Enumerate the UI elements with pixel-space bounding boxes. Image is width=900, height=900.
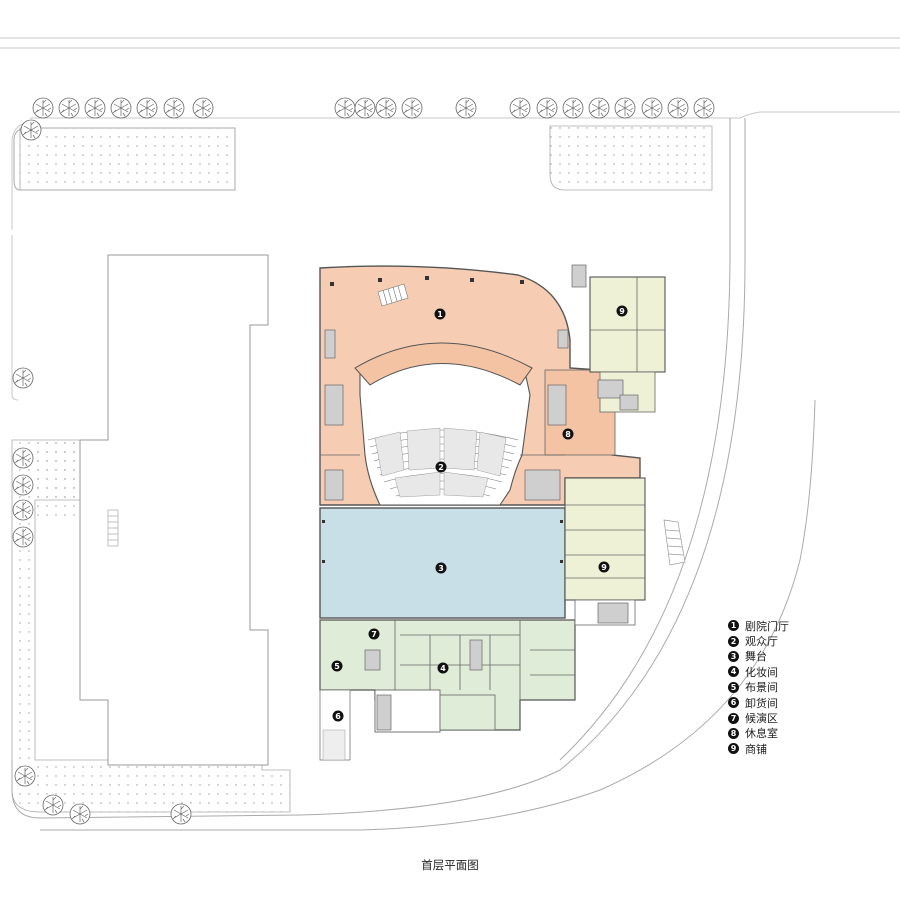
marker-9-east: 9 [598, 561, 610, 573]
legend-item: 3 舞台 [728, 649, 789, 664]
svg-text:4: 4 [440, 664, 446, 673]
legend-item: 6 卸货间 [728, 695, 789, 710]
legend-label: 卸货间 [745, 696, 778, 710]
svg-text:5: 5 [334, 662, 340, 671]
marker-8: 8 [562, 428, 574, 440]
foyer-stair [377, 283, 409, 307]
marker-6: 6 [332, 710, 344, 722]
legend-item: 5 布景间 [728, 680, 789, 695]
number-marker-icon: 3 [728, 650, 739, 662]
legend-label: 化妆间 [745, 665, 778, 679]
legend-label: 布景间 [745, 681, 778, 695]
legend-item: 9 商铺 [728, 741, 789, 756]
legend-label: 舞台 [745, 650, 767, 664]
street-lines [0, 37, 900, 401]
legend-item: 7 候演区 [728, 710, 789, 725]
shops-zone-north [589, 276, 666, 373]
svg-text:8: 8 [565, 430, 571, 439]
shops-zone-east [564, 477, 646, 601]
columns [322, 276, 563, 563]
marker-2: 2 [435, 461, 447, 473]
number-marker-icon: 6 [728, 697, 739, 709]
marker-5: 5 [331, 660, 343, 672]
svg-text:6: 6 [335, 712, 341, 721]
legend-label: 观众厅 [745, 635, 778, 649]
adjacent-building [79, 254, 269, 766]
site-boundary [11, 118, 816, 831]
svg-text:2: 2 [438, 463, 444, 472]
legend-label: 候演区 [745, 712, 778, 726]
svg-text:1: 1 [437, 310, 443, 319]
number-marker-icon: 1 [728, 620, 739, 632]
legend-item: 2 观众厅 [728, 633, 789, 648]
number-marker-icon: 8 [728, 727, 739, 739]
legend-label: 剧院门厅 [745, 619, 789, 633]
legend-item: 1 剧院门厅 [728, 618, 789, 633]
marker-4: 4 [437, 662, 449, 674]
seat-blocks [374, 427, 507, 498]
east-stair [663, 519, 686, 566]
legend-label: 商铺 [745, 742, 767, 756]
theater-building [319, 265, 666, 761]
marker-3: 3 [435, 562, 447, 574]
number-marker-icon: 2 [728, 635, 739, 647]
svg-text:3: 3 [438, 564, 444, 573]
marker-9-north: 9 [616, 305, 628, 317]
legend-item: 4 化妆间 [728, 664, 789, 679]
number-marker-icon: 9 [728, 743, 739, 755]
stair-hatch [107, 509, 119, 547]
legend-label: 休息室 [745, 727, 778, 741]
number-marker-icon: 4 [728, 666, 739, 678]
grey-cores [324, 264, 639, 731]
svg-text:9: 9 [601, 563, 607, 572]
svg-text:7: 7 [371, 630, 377, 639]
marker-7: 7 [368, 628, 380, 640]
svg-text:9: 9 [619, 307, 625, 316]
interior-walls [320, 277, 665, 700]
plan-title: 首层平面图 [421, 858, 479, 872]
marker-1: 1 [434, 308, 446, 320]
landscape-areas [11, 125, 713, 813]
legend-item: 8 休息室 [728, 726, 789, 741]
number-marker-icon: 5 [728, 681, 739, 693]
number-marker-icon: 7 [728, 712, 739, 724]
